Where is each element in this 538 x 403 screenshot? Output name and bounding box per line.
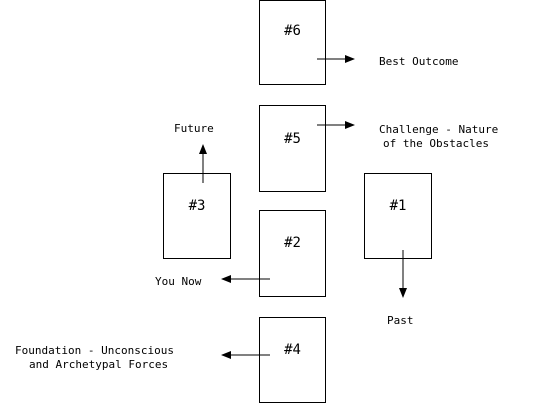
- card-6-label: #6: [284, 23, 301, 39]
- caption-challenge-line1: Challenge - Nature: [379, 123, 499, 136]
- card-4-label: #4: [284, 342, 301, 358]
- card-4: #4: [259, 317, 326, 403]
- card-2: #2: [259, 210, 326, 297]
- card-1: #1: [364, 173, 432, 259]
- card-3-label: #3: [188, 198, 206, 214]
- card-5: #5: [259, 105, 326, 192]
- card-2-label: #2: [284, 235, 301, 251]
- card-1-label: #1: [389, 198, 407, 214]
- caption-best-outcome: Best Outcome: [379, 55, 459, 68]
- caption-foundation-line1: Foundation - Unconscious: [15, 344, 174, 357]
- caption-you-now: You Now: [155, 275, 202, 288]
- card-5-label: #5: [284, 131, 301, 147]
- caption-challenge-line2: of the Obstacles: [383, 137, 489, 150]
- card-6: #6: [259, 0, 326, 85]
- card-3: #3: [163, 173, 231, 259]
- caption-foundation-line2: and Archetypal Forces: [29, 358, 169, 371]
- caption-future: Future: [174, 122, 214, 135]
- caption-past: Past: [387, 314, 414, 327]
